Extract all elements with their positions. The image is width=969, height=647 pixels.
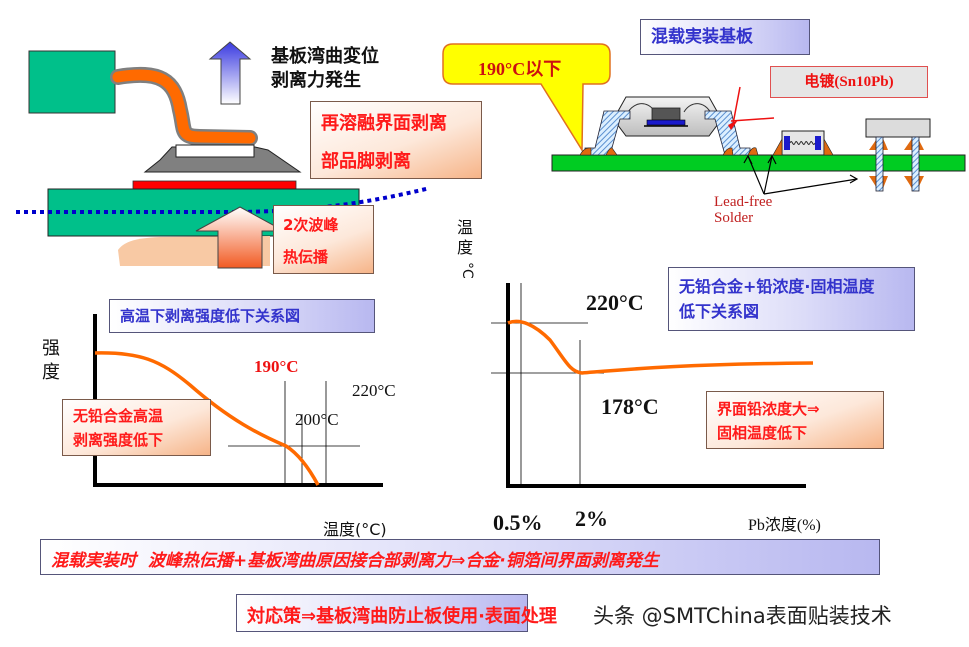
peel-annotation-box: 再溶融界面剥离 部品脚剥离 bbox=[310, 101, 482, 179]
chart1-x-label: 温度(°C) bbox=[323, 520, 387, 539]
heat-arrow-icon bbox=[195, 206, 285, 269]
callout-temp-text: 190°C以下 bbox=[478, 59, 562, 79]
through-hole-component bbox=[865, 118, 931, 138]
chart2-x-label: Pb浓度(%) bbox=[748, 517, 821, 534]
chart2-2-label: 2% bbox=[575, 506, 608, 531]
component-body bbox=[28, 50, 116, 114]
summary-text: 混载実装时 波峰热伝播+基板湾曲原因接合部剥离力⇒合金·铜箔间界面剥离発生 bbox=[51, 551, 659, 571]
copper-pad bbox=[132, 180, 297, 190]
mixed-board-title: 混载実装基板 bbox=[640, 19, 810, 55]
chart2-title: 无铅合金+铅浓度·固相温度低下关系図 bbox=[679, 277, 875, 321]
chart1-190-label: 190°C bbox=[254, 357, 299, 376]
countermeasure-text: 対応策⇒基板湾曲防止板使用·表面处理 bbox=[247, 606, 557, 627]
chart1-annotation-line2: 剥离强度低下 bbox=[73, 431, 164, 449]
chart2-title-box: 无铅合金+铅浓度·固相温度低下关系図 bbox=[668, 267, 915, 331]
peel-box-line1: 再溶融界面剥离 bbox=[321, 113, 447, 134]
chart2-178-label: 178°C bbox=[601, 394, 659, 419]
solder-label-line1: Lead-free bbox=[714, 194, 773, 210]
warp-label-line2: 剥离力発生 bbox=[271, 70, 361, 91]
chart1-y-label: 强度 bbox=[42, 338, 60, 383]
chart1-title: 高温下剥离强度低下关系図 bbox=[109, 299, 375, 333]
countermeasure-banner: 対応策⇒基板湾曲防止板使用·表面处理 bbox=[236, 594, 557, 632]
solder-label: Lead-free Solder bbox=[714, 194, 772, 226]
chart1-annotation-box: 无铅合金高温 剥离强度低下 bbox=[62, 399, 211, 456]
plating-label: 电镀(Sn10Pb) bbox=[770, 66, 928, 98]
chart1-strength-curve bbox=[94, 351, 320, 486]
chart2-annotation-line1: 界面铅浓度大⇒ bbox=[717, 400, 820, 418]
wave-box-line2: 热伝播 bbox=[283, 248, 329, 266]
chart2-annotation-box: 界面铅浓度大⇒ 固相温度低下 bbox=[706, 391, 884, 449]
chart2-solidus-curve bbox=[507, 319, 814, 375]
watermark: 头条 @SMTChina表面贴装技术 bbox=[593, 604, 892, 628]
peel-box-line2: 部品脚剥离 bbox=[321, 151, 411, 172]
chart2-y-label: 温度 °C bbox=[457, 218, 475, 279]
chart1-220-label: 220°C bbox=[352, 381, 396, 400]
chart2-220-label: 220°C bbox=[586, 290, 644, 315]
warp-label-line1: 基板湾曲変位 bbox=[271, 46, 379, 67]
chart1-200-label: 200°C bbox=[295, 410, 339, 429]
chart2-0.5-label: 0.5% bbox=[493, 510, 543, 535]
solder-label-line2: Solder bbox=[714, 210, 754, 226]
warp-label: 基板湾曲変位 剥离力発生 bbox=[271, 45, 379, 93]
pcb-board bbox=[551, 154, 966, 172]
warp-arrow-icon bbox=[208, 41, 252, 105]
callout-bubble bbox=[442, 43, 611, 153]
wave-box-line1: 2次波峰 bbox=[283, 216, 339, 234]
chart2-annotation-line2: 固相温度低下 bbox=[717, 424, 808, 442]
wave-annotation-box: 2次波峰 热伝播 bbox=[273, 205, 374, 274]
summary-banner: 混载実装时 波峰热伝播+基板湾曲原因接合部剥离力⇒合金·铜箔间界面剥离発生 bbox=[40, 539, 880, 575]
plating-pointer-arrow bbox=[732, 86, 741, 125]
chart1-annotation-line1: 无铅合金高温 bbox=[73, 407, 164, 425]
